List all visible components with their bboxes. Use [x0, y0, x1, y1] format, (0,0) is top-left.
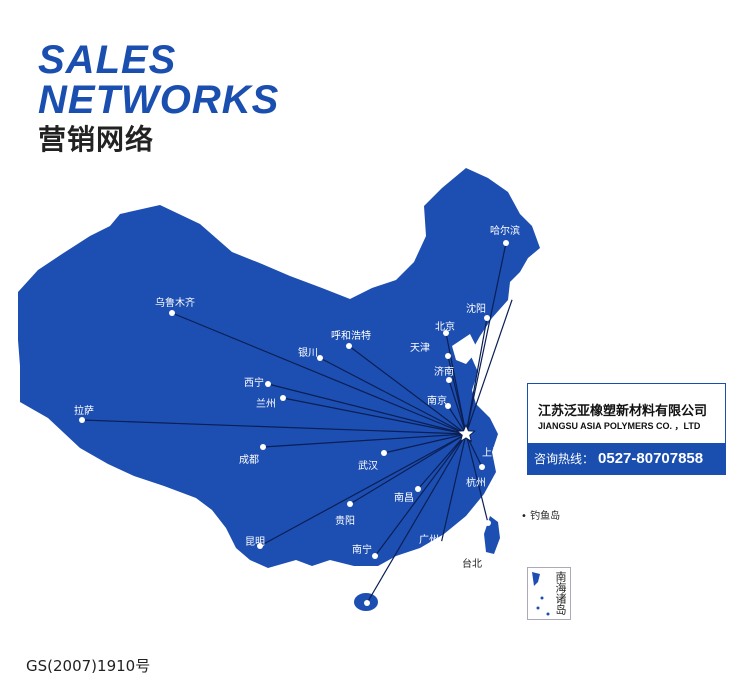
city-label-lhasa: 拉萨	[74, 406, 94, 417]
inset-label: 南海诸岛	[554, 571, 567, 615]
route-line-shenyang	[465, 317, 488, 435]
city-dot-xining[interactable]	[265, 381, 271, 387]
city-dot-chengdu[interactable]	[260, 444, 266, 450]
city-label-jinan: 济南	[434, 367, 454, 378]
city-dot-jinan[interactable]	[446, 377, 452, 383]
city-dot-urumqi[interactable]	[169, 310, 175, 316]
city-label-hangzhou: 杭州	[466, 478, 486, 489]
title-english: SALES NETWORKS	[38, 40, 279, 120]
city-label-taibei: 台北	[462, 559, 482, 570]
connection-lines	[81, 242, 514, 604]
city-label-haikou: 海口	[323, 611, 343, 622]
city-dot-nanning[interactable]	[372, 553, 378, 559]
city-label-urumqi: 乌鲁木齐	[155, 298, 195, 309]
city-label-hohhot: 呼和浩特	[331, 331, 371, 342]
hotline-label: 咨询热线：	[534, 452, 595, 466]
city-label-chengdu: 成都	[239, 455, 259, 466]
route-line-urumqi	[171, 312, 467, 435]
route-line-guangzhou	[440, 433, 467, 545]
hotline-number[interactable]: 0527-80707858	[598, 450, 704, 467]
city-dot-hangzhou[interactable]	[479, 464, 485, 470]
title-chinese: 营销网络	[38, 123, 155, 156]
city-dot-guangzhou[interactable]	[438, 541, 444, 547]
city-label-guiyang: 贵阳	[335, 516, 355, 527]
title-line-networks: NETWORKS	[38, 78, 280, 122]
city-dot-lhasa[interactable]	[79, 417, 85, 423]
city-label-changchun: 长春	[509, 284, 529, 295]
city-dot-nanjing[interactable]	[445, 403, 451, 409]
city-dot-haikou[interactable]	[364, 600, 370, 606]
mainland-shape	[18, 168, 540, 568]
city-label-nanning: 南宁	[352, 545, 372, 556]
south-sea-inset: 南海诸岛	[527, 567, 571, 620]
city-dot-lanzhou[interactable]	[280, 395, 286, 401]
city-dot-wuhan[interactable]	[381, 450, 387, 456]
route-line-haikou	[366, 433, 467, 604]
route-line-chengdu	[262, 433, 467, 448]
hotline-bar: 咨询热线： 0527-80707858	[528, 443, 725, 474]
city-label-yinchuan: 银川	[298, 348, 318, 359]
route-line-changchun	[465, 296, 514, 435]
city-label-nanchang: 南昌	[394, 493, 414, 504]
route-line-lhasa	[81, 419, 467, 435]
city-dots	[79, 240, 516, 606]
map-approval-code: GS(2007)1910号	[26, 657, 151, 675]
route-line-taibei	[465, 433, 489, 524]
route-line-tianjin	[447, 355, 467, 435]
city-dot-harbin[interactable]	[503, 240, 509, 246]
company-info-box: 江苏泛亚橡塑新材料有限公司 JIANGSU ASIA POLYMERS CO. …	[527, 383, 726, 475]
route-line-xining	[267, 383, 467, 435]
extra-label-0: • 钓鱼岛	[521, 511, 561, 522]
city-label-guangzhou: 广州	[419, 535, 439, 546]
city-dot-nanchang[interactable]	[415, 486, 421, 492]
hub-label: 上海	[482, 448, 502, 459]
route-line-harbin	[465, 242, 507, 435]
city-label-harbin: 哈尔滨	[490, 226, 520, 237]
city-dot-kunming[interactable]	[257, 543, 263, 549]
city-dot-guiyang[interactable]	[347, 501, 353, 507]
route-line-hohhot	[348, 345, 467, 435]
city-dot-beijing[interactable]	[443, 330, 449, 336]
title-line-sales: SALES	[38, 38, 177, 82]
city-label-nanjing: 南京	[427, 396, 447, 407]
city-dot-changchun[interactable]	[510, 294, 516, 300]
city-dot-shenyang[interactable]	[484, 315, 490, 321]
company-name-english: JIANGSU ASIA POLYMERS CO. ，LTD	[538, 421, 701, 431]
hub-star-icon	[456, 423, 476, 443]
city-dot-hohhot[interactable]	[346, 343, 352, 349]
route-line-nanchang	[417, 433, 467, 490]
city-dot-taibei[interactable]	[485, 520, 491, 526]
city-label-kunming: 昆明	[245, 537, 265, 548]
city-label-xining: 西宁	[244, 378, 264, 389]
company-name: 江苏泛亚橡塑新材料有限公司	[538, 404, 708, 419]
route-line-guiyang	[349, 433, 467, 505]
city-dot-yinchuan[interactable]	[317, 355, 323, 361]
city-label-wuhan: 武汉	[358, 461, 378, 472]
route-line-nanning	[374, 433, 467, 557]
inset-islands	[532, 572, 550, 616]
city-label-lanzhou: 兰州	[256, 399, 276, 410]
city-label-tianjin: 天津	[410, 343, 430, 354]
city-label-shenyang: 沈阳	[466, 304, 486, 315]
city-dot-tianjin[interactable]	[445, 353, 451, 359]
route-line-lanzhou	[282, 397, 467, 435]
city-label-beijing: 北京	[435, 322, 455, 333]
route-line-wuhan	[383, 433, 467, 454]
route-line-jinan	[448, 379, 467, 435]
bohai-gulf	[452, 334, 478, 364]
route-line-yinchuan	[319, 357, 467, 435]
route-line-kunming	[259, 433, 467, 547]
route-line-nanjing	[447, 405, 467, 435]
